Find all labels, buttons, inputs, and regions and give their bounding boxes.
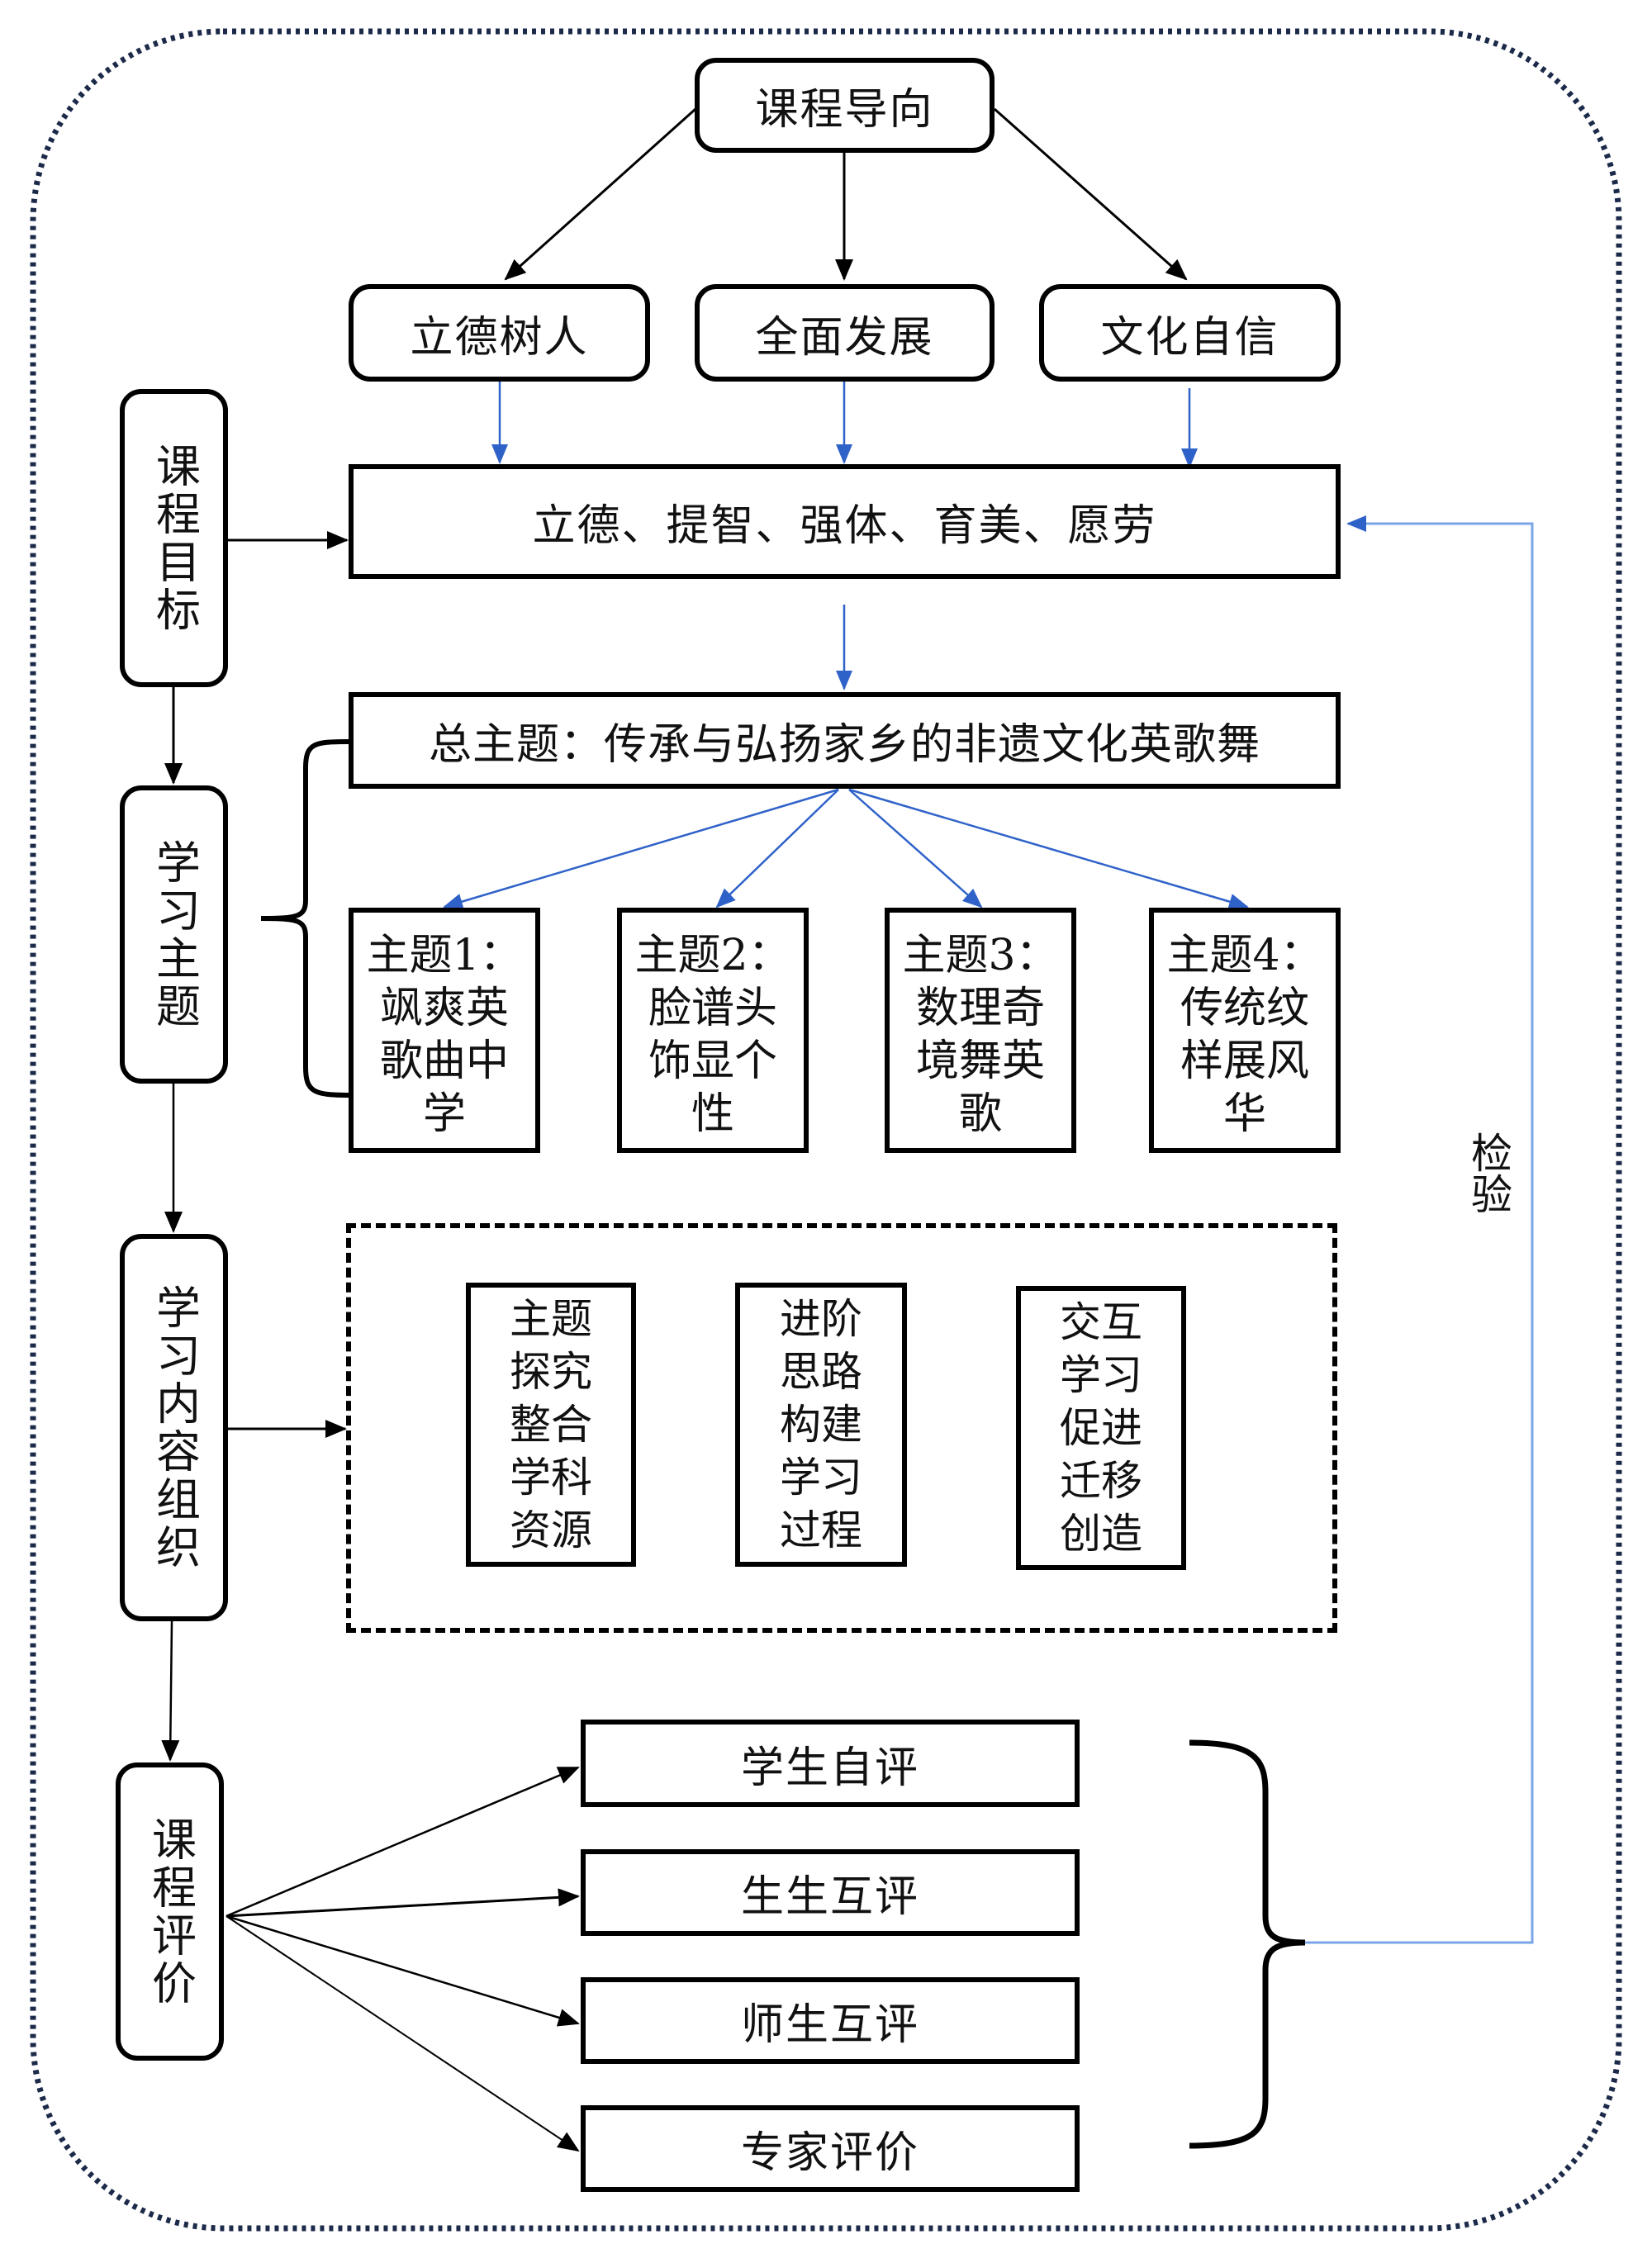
feedback-label: 检验 [1464,1132,1512,1214]
theme-text: 数理奇境舞英歌 [915,984,1045,1139]
theme-heading: 主题4： [1166,931,1323,980]
arrow-theme-to-theme2 [715,789,839,909]
arrow-orientation-to-lide [504,107,697,281]
content-item-2: 进阶思路构建学习过程 [735,1283,907,1567]
arrow-eval-to-expert [225,1915,580,2152]
arrow-eval-to-self [225,1766,580,1918]
theme-heading: 主题2： [634,931,791,980]
orientation-item-label: 全面发展 [755,312,934,363]
content-item-3: 交互学习促进迁移创造 [1016,1286,1186,1570]
stage-label: 课程评价 [144,1815,197,2008]
evaluation-teacher-student: 师生互评 [581,1977,1080,2064]
arrow-theme-to-theme4 [848,788,1249,910]
stage-label: 学习内容组织 [148,1283,201,1572]
course-orientation-box: 课程导向 [695,58,995,153]
outer-dotted-frame [30,28,1622,2232]
arrow-orientation-to-wenhua [994,107,1188,281]
orientation-item-label: 立德树人 [410,312,589,363]
arrow-eval-to-teacher [225,1914,580,2027]
goals-box: 立德、提智、强体、育美、愿劳 [349,464,1341,579]
course-orientation-label: 课程导向 [755,85,934,135]
content-item-label: 进阶思路构建学习过程 [780,1295,862,1554]
stage-course-goals: 课程目标 [120,389,228,687]
theme-heading: 主题3： [902,931,1059,980]
theme-heading: 主题1： [366,931,523,980]
evaluation-expert: 专家评价 [581,2105,1080,2192]
orientation-item-label: 文化自信 [1100,312,1279,363]
theme-box-3: 主题3：数理奇境舞英歌 [885,908,1076,1153]
orientation-item-lide: 立德树人 [349,284,650,382]
theme-box-2: 主题2：脸谱头饰显个性 [617,908,809,1153]
stage-learning-themes: 学习主题 [120,785,228,1084]
goals-label: 立德、提智、强体、育美、愿劳 [532,501,1157,551]
evaluation-self: 学生自评 [581,1720,1080,1807]
content-item-label: 主题探究整合学科资源 [510,1295,592,1554]
evaluation-label: 师生互评 [740,2000,919,2050]
stage-label: 学习主题 [148,838,201,1031]
feedback-loop-line [1305,515,1534,1944]
stage-course-evaluation: 课程评价 [116,1762,224,2061]
theme-box-4: 主题4：传统纹样展风华 [1149,908,1341,1153]
arrow-content-to-eval-stage [161,1620,180,1762]
theme-text: 传统纹样展风华 [1180,984,1309,1139]
evaluation-label: 学生自评 [740,1743,919,1793]
overall-theme-label: 总主题：传承与弘扬家乡的非遗文化英歌舞 [428,720,1260,770]
arrow-theme-to-theme3 [848,789,983,909]
content-organization-group [346,1223,1337,1633]
theme-box-1: 主题1：飒爽英歌曲中学 [349,908,540,1153]
overall-theme-box: 总主题：传承与弘扬家乡的非遗文化英歌舞 [349,692,1341,789]
arrow-theme-to-theme1 [443,788,839,910]
stage-content-organization: 学习内容组织 [120,1234,228,1621]
theme-text: 脸谱头饰显个性 [648,984,777,1139]
evaluation-peer: 生生互评 [581,1849,1080,1936]
content-item-label: 交互学习促进迁移创造 [1060,1298,1142,1558]
content-item-1: 主题探究整合学科资源 [466,1283,636,1567]
theme-brace [260,739,349,1098]
orientation-item-quanmian: 全面发展 [695,284,995,382]
theme-text: 飒爽英歌曲中学 [379,984,509,1139]
arrow-eval-to-peer [225,1888,580,1918]
stage-label: 课程目标 [148,442,201,634]
evaluation-brace [1189,1739,1306,2149]
evaluation-label: 生生互评 [740,1872,919,1922]
orientation-item-wenhua: 文化自信 [1039,284,1341,382]
evaluation-label: 专家评价 [740,2128,919,2178]
